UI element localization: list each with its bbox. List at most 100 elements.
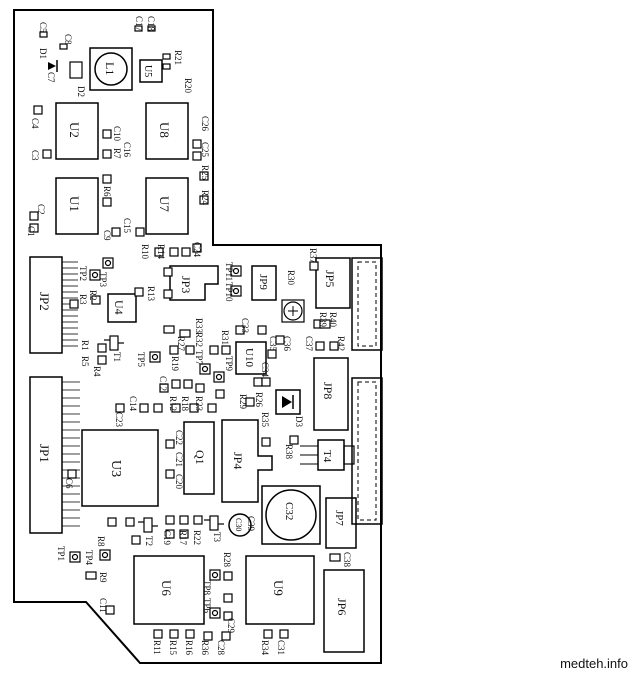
connector-JP7: JP7 [325,497,357,549]
label-c39: C39 [246,516,256,532]
label-r7: R7 [112,148,122,159]
label-U3: U3 [108,460,123,477]
label-r15: R15 [168,640,178,656]
label-c33: C33 [240,318,250,334]
label-c9: C9 [102,230,112,241]
label-r11: R11 [152,640,162,655]
label-c36: C36 [282,336,292,352]
label-c3: C3 [30,150,40,161]
chip-U9: U9 [245,555,315,625]
capacitor-C30: C30 [228,513,252,537]
label-c6: C6 [64,478,74,489]
label-tp4: TP4 [84,550,94,566]
connector-JP5: JP5 [315,257,383,351]
label-U9: U9 [271,580,286,596]
label-tp3: TP3 [98,272,108,288]
label-tp6: TP6 [202,598,212,614]
connector-JP8: JP8 [313,357,383,525]
label-r3: R3 [78,294,88,305]
label-r33: R33 [194,318,204,334]
label-c34: C34 [260,362,270,378]
label-c11: C11 [98,598,108,613]
label-r6: R6 [102,186,112,197]
watermark: medteh.info [560,656,628,671]
label-JP2: JP2 [37,292,52,311]
label-r13: R13 [146,286,156,302]
chip-U2: U2 [55,102,99,160]
label-c26: C26 [200,116,210,132]
label-c29: C29 [226,618,236,634]
jumper-JP3: JP3 [169,265,219,301]
pads-top [29,25,209,257]
label-T4: T4 [321,450,333,463]
label-c1: C1 [26,226,36,237]
label-r2: R2 [88,290,98,301]
label-r17: R17 [178,530,188,546]
chip-U8: U8 [145,102,189,160]
label-U10: U10 [243,348,255,367]
label-c25: C25 [200,142,210,158]
capacitor-C32: C32 [261,485,321,545]
label-U1: U1 [67,196,82,212]
label-r31: R31 [220,330,230,345]
label-r8: R8 [96,536,106,547]
transistor-T2: T2 [138,517,158,546]
label-r21: R21 [173,50,183,65]
label-r42: R42 [336,336,346,351]
chip-U7: U7 [145,177,189,235]
label-U7: U7 [157,196,172,212]
label-r32: R32 [194,332,204,347]
label-c19: C19 [162,530,172,546]
board-outline [13,9,382,664]
label-U6: U6 [159,580,174,596]
label-r26: R26 [254,392,264,408]
transistor-Q1: Q1 [183,421,215,495]
label-JP3: JP3 [179,276,193,293]
label-c22: C22 [174,430,184,445]
label-tp7: TP7 [194,350,204,366]
chip-U4: U4 [107,293,137,323]
label-JP4: JP4 [231,452,245,469]
label-tp9: TP9 [224,356,234,372]
label-U2: U2 [67,122,82,138]
label-c23: C23 [114,412,124,428]
label-r20: R20 [183,78,193,94]
diode-D1 [48,60,58,72]
label-c12: C12 [158,376,168,391]
label-r9: R9 [98,572,108,583]
label-c16: C16 [122,142,132,158]
label-r28: R28 [222,552,232,568]
label-r1: R1 [80,340,90,351]
label-c31: C31 [276,640,286,655]
label-c5: C5 [38,22,48,33]
label-c18: C18 [146,16,156,32]
label-r19: R19 [170,356,180,372]
label-c24: C24 [192,242,202,258]
label-r24: R24 [200,190,210,206]
label-c35: C35 [268,336,278,352]
label-d1: D1 [38,48,48,59]
label-r27: R27 [176,336,186,352]
label-r23: R23 [194,396,204,412]
label-r14: R14 [156,244,166,260]
label-r4: R4 [92,366,102,377]
connector-JP6: JP6 [323,569,365,653]
label-T1: T1 [112,352,122,362]
label-T2: T2 [144,536,154,546]
label-JP9: JP9 [257,274,269,290]
label-r35: R35 [260,412,270,428]
label-C30: C30 [234,518,243,531]
label-tp8: TP8 [202,580,212,596]
connector-JP1: JP1 [29,376,80,534]
label-r12: R12 [168,396,178,411]
jumper-JP4: JP4 [221,419,273,503]
transistor-T1: T1 [104,335,124,362]
label-c8: C8 [63,34,73,45]
label-JP7: JP7 [333,510,345,526]
label-r5: R5 [80,356,90,367]
label-JP1: JP1 [37,444,52,463]
label-r22: R22 [192,530,202,545]
label-c17: C17 [134,16,144,32]
label-c14: C14 [128,396,138,412]
diode-D3: D3 [275,389,304,427]
